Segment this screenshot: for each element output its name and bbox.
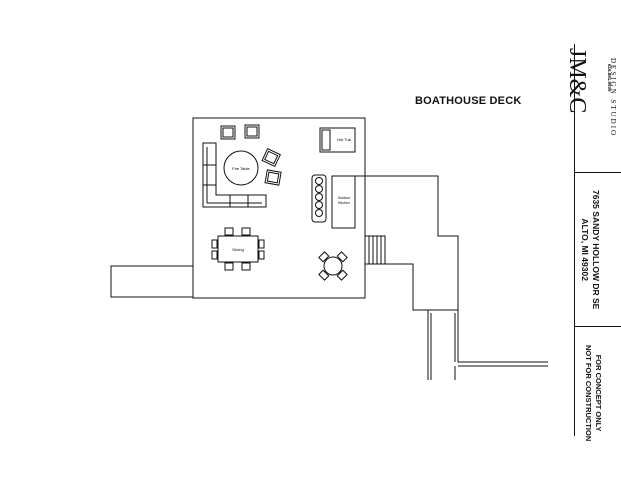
address-line-2: ALTO, MI 49302: [580, 218, 590, 281]
bistro-table: [318, 251, 348, 281]
studio-logo: JM&C: [564, 48, 590, 114]
title-block-divider: [574, 44, 575, 436]
outdoor-kitchen-counter: [331, 175, 356, 229]
concept-line-1: FOR CONCEPT ONLY: [594, 354, 603, 432]
dock-walkway: [355, 175, 548, 380]
lounge-chair: [220, 125, 236, 140]
hot-tub: [319, 127, 356, 153]
left-walkway: [110, 265, 194, 298]
dining-set: [211, 227, 265, 271]
lounge-chair: [261, 148, 281, 168]
outdoor-kitchen-label: Outdoor: [338, 196, 351, 200]
fire-table: [223, 150, 259, 186]
bar-stools: [311, 174, 327, 223]
stairs: [364, 235, 386, 265]
concept-disclaimer: FOR CONCEPT ONLY NOT FOR CONSTRUCTION: [583, 345, 603, 441]
hot-tub-label: Hot Tub: [337, 137, 352, 142]
studio-phone: 616.881.9939: [607, 64, 612, 92]
outdoor-kitchen-label: Kitchen: [338, 201, 350, 205]
fire-table-label: Fire Table: [232, 166, 250, 171]
sectional-sofa: [202, 142, 267, 208]
title-block-rule: [574, 326, 621, 327]
drawing-title: BOATHOUSE DECK: [415, 95, 522, 107]
concept-line-2: NOT FOR CONSTRUCTION: [584, 345, 593, 442]
lounge-chair: [244, 124, 260, 139]
address-line-1: 7635 SANDY HOLLOW DR SE: [591, 190, 601, 310]
main-deck: [192, 117, 366, 299]
project-address: 7635 SANDY HOLLOW DR SE ALTO, MI 49302: [579, 190, 601, 309]
dining-label: Dining: [232, 247, 243, 252]
lounge-chair: [264, 169, 282, 186]
title-block-rule: [574, 172, 621, 173]
